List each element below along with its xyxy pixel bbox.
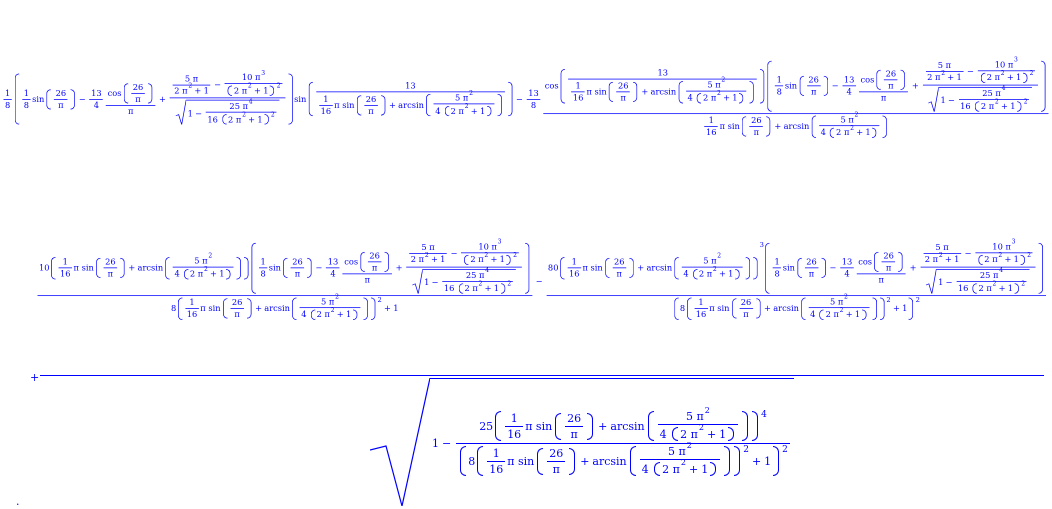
trailing-dot: . — [16, 495, 20, 508]
lead-plus: + — [30, 371, 40, 384]
sin-function: sin — [294, 94, 307, 104]
main-fraction-bar — [40, 375, 1044, 376]
fraction-one-eighth: 1 8 — [3, 88, 12, 110]
